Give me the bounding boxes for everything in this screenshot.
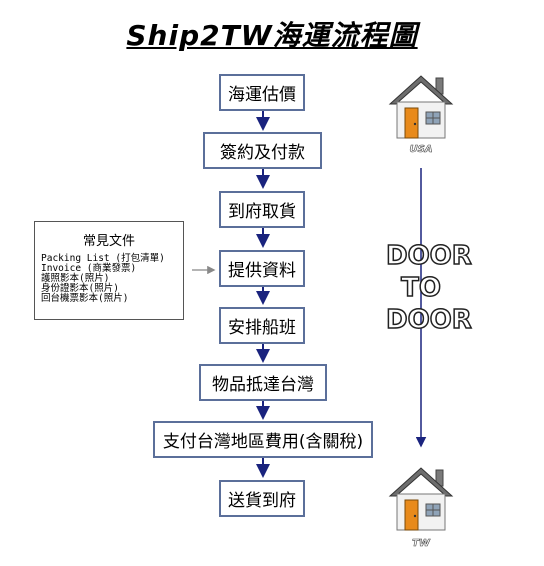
- step-label: 支付台灣地區費用(含關稅): [162, 432, 364, 452]
- origin-label: USA: [409, 144, 433, 156]
- documents-box: 常見文件 Packing List (打包清單) Invoice (商業發票) …: [34, 221, 184, 320]
- destination-label: TW: [412, 538, 430, 550]
- document-item: 身份證影本(照片): [41, 283, 119, 294]
- step-label: 提供資料: [228, 261, 296, 281]
- step-contract-payment: 簽約及付款: [203, 132, 322, 169]
- door-word: DOOR: [385, 304, 472, 336]
- document-item: Packing List (打包清單): [41, 253, 165, 264]
- origin-house-icon: [388, 75, 454, 139]
- step-label: 安排船班: [228, 318, 296, 338]
- documents-list: Packing List (打包清單) Invoice (商業發票) 護照影本(…: [41, 254, 165, 304]
- step-label: 物品抵達台灣: [212, 375, 314, 395]
- step-pickup: 到府取貨: [219, 191, 305, 228]
- document-item: Invoice (商業發票): [41, 263, 137, 274]
- step-label: 到府取貨: [228, 202, 296, 222]
- step-quote: 海運估價: [219, 74, 305, 111]
- step-schedule-ship: 安排船班: [219, 307, 305, 344]
- step-provide-info: 提供資料: [219, 250, 305, 287]
- documents-title: 常見文件: [82, 234, 135, 249]
- step-label: 海運估價: [228, 85, 296, 105]
- door-to-door-label: DOOR TO DOOR: [385, 240, 472, 336]
- door-word: TO: [400, 272, 441, 304]
- diagram-title: Ship2TW海運流程圖: [126, 19, 418, 52]
- step-deliver: 送貨到府: [219, 480, 305, 517]
- door-word: DOOR: [385, 240, 472, 272]
- destination-house-icon: [388, 467, 454, 531]
- step-label: 簽約及付款: [220, 143, 305, 163]
- step-label: 送貨到府: [228, 491, 296, 511]
- document-item: 回台機票影本(照片): [41, 293, 129, 304]
- document-item: 護照影本(照片): [41, 273, 110, 284]
- step-arrive-taiwan: 物品抵達台灣: [199, 364, 327, 401]
- step-pay-fees: 支付台灣地區費用(含關稅): [153, 421, 373, 458]
